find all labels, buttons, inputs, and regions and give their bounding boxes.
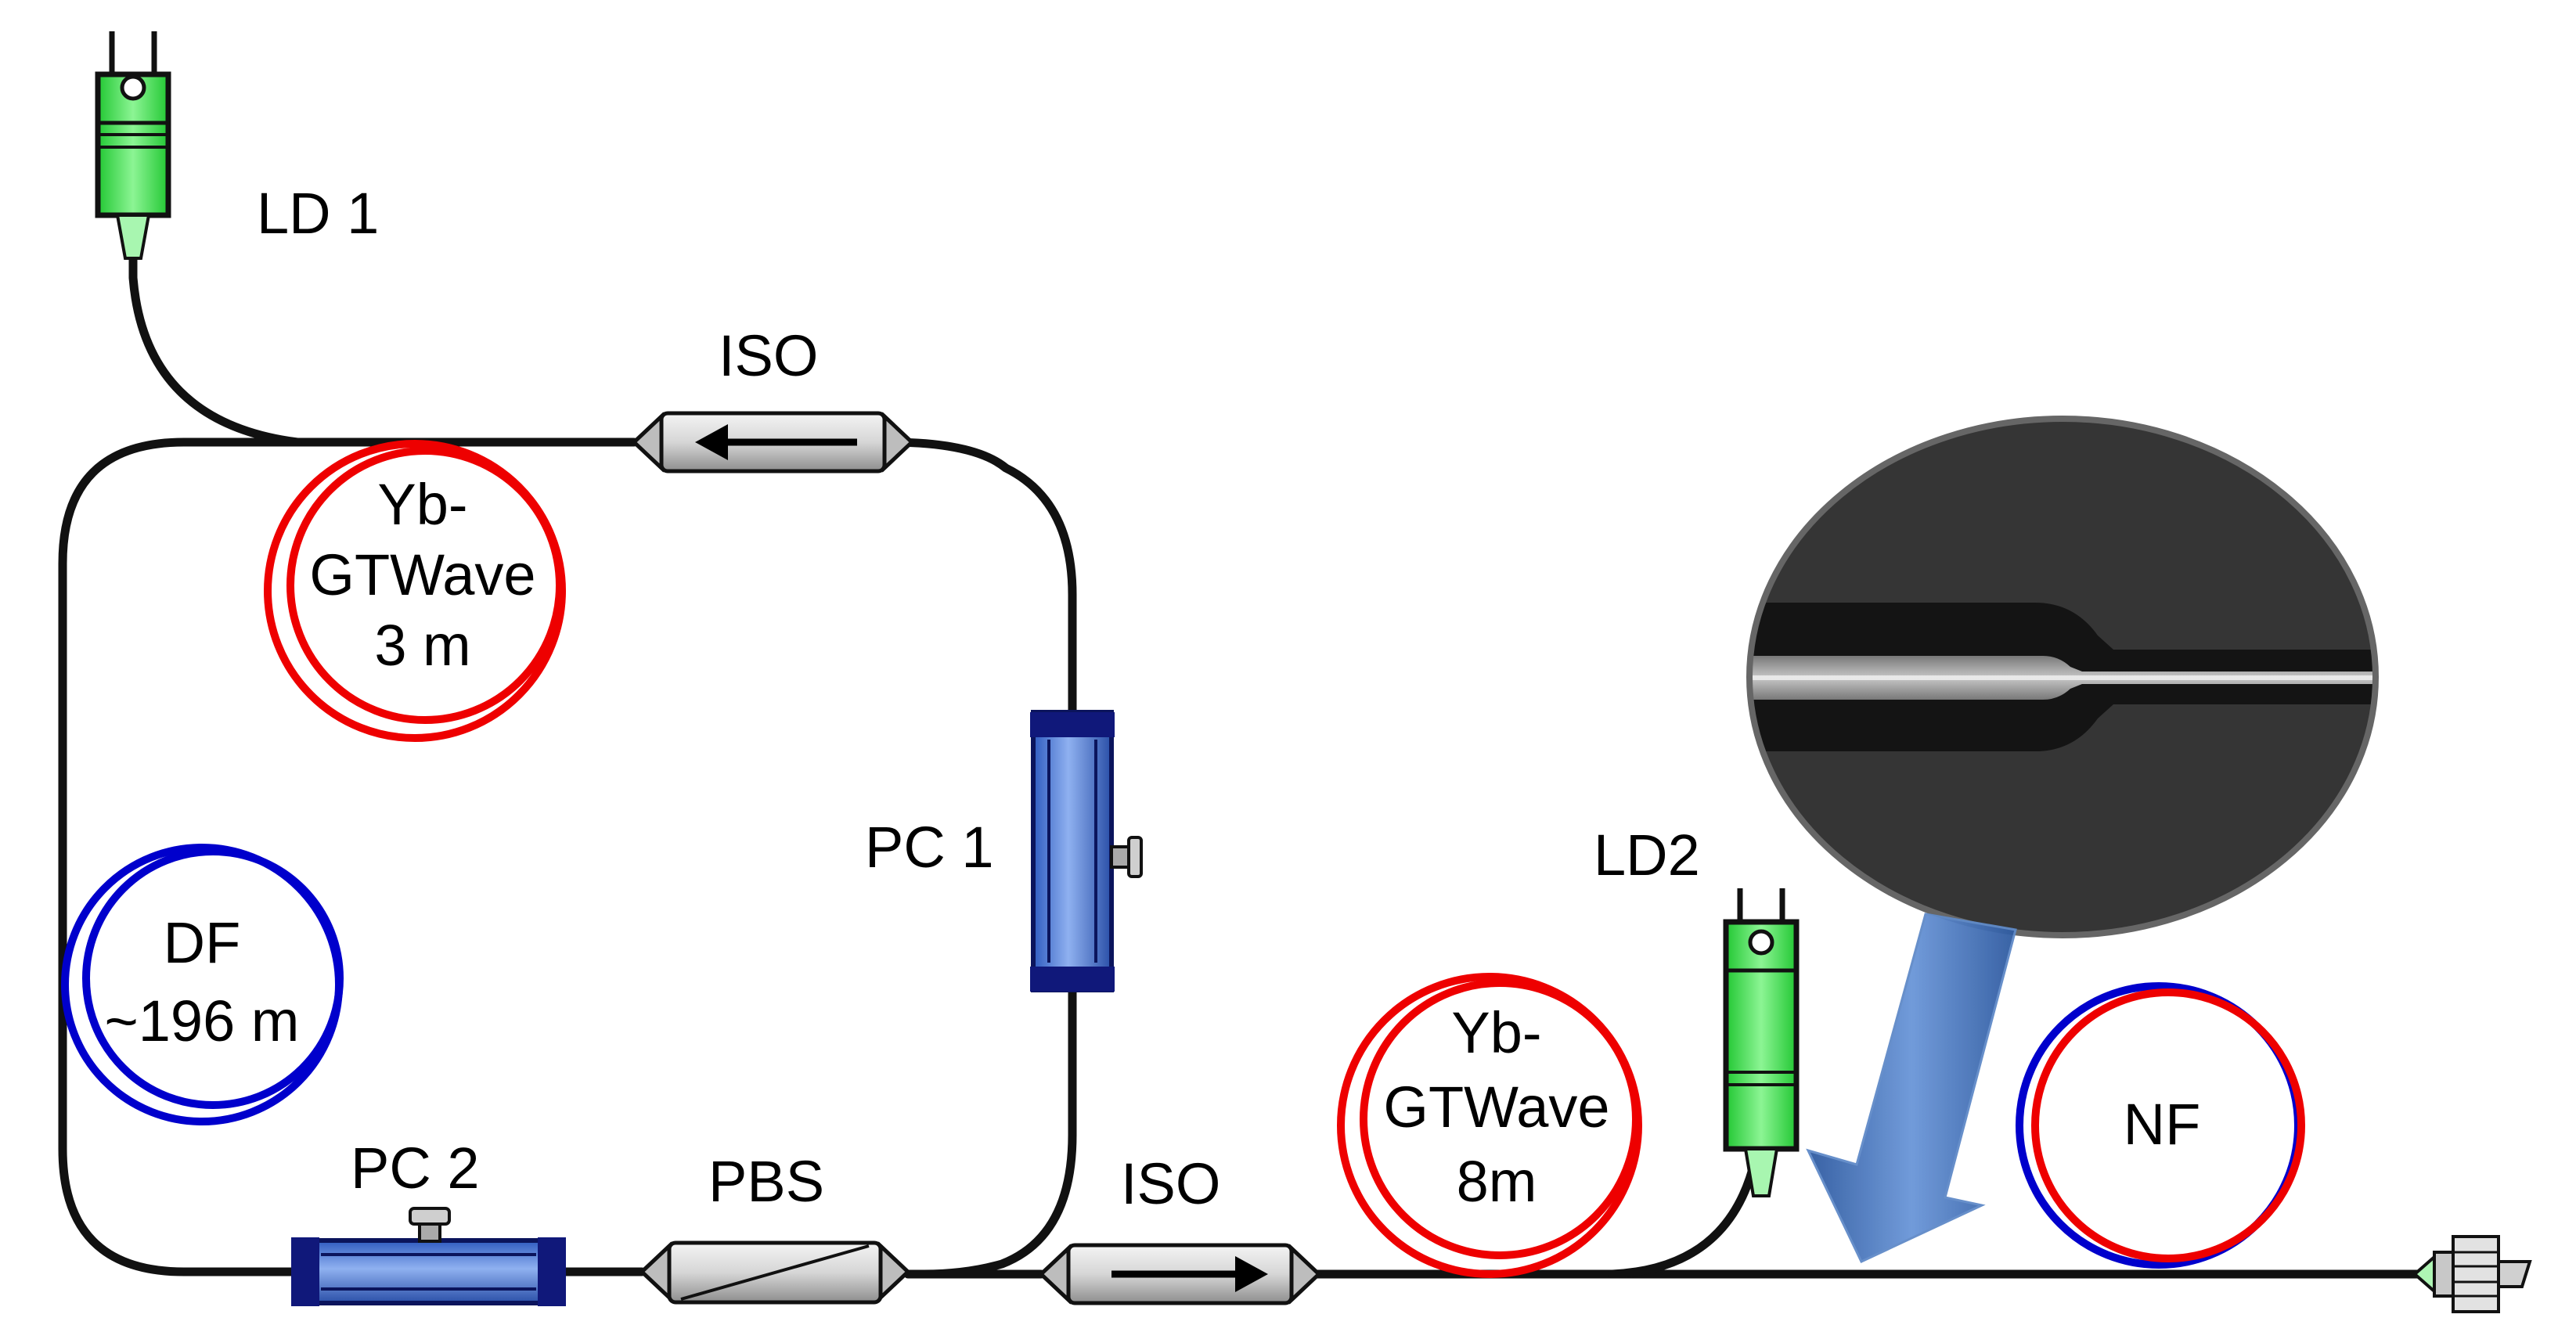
isolator-top (631, 411, 915, 473)
isolator-icon (631, 411, 915, 473)
coil-label-bottom-line1: Yb- (1451, 1000, 1541, 1065)
label-ld2: LD2 (1594, 823, 1700, 888)
label-pc1: PC 1 (865, 815, 994, 880)
polarization-controller-2 (291, 1207, 566, 1306)
polarization-controller-icon (291, 1207, 566, 1306)
label-pc2: PC 2 (351, 1136, 480, 1201)
label-iso-top: ISO (719, 323, 818, 388)
polarization-controller-icon (1030, 710, 1143, 992)
coil-label-top-line3: 3 m (374, 613, 470, 678)
callout-arrow (1806, 913, 2017, 1263)
fiber-ring-right (919, 985, 1077, 1279)
coil-label-df-line2: ~196 m (105, 988, 300, 1053)
label-pbs: PBS (708, 1149, 824, 1214)
fiber-paths (58, 254, 2431, 1279)
coil-label-nf: NF (2124, 1092, 2201, 1157)
laser-diode-icon (95, 31, 171, 260)
output-connector (2412, 1235, 2532, 1313)
polarization-beam-splitter (639, 1240, 911, 1305)
coil-label-top-line2: GTWave (309, 542, 535, 607)
label-ld1: LD 1 (257, 181, 379, 246)
fiber-ring-top-right (884, 437, 1077, 717)
fiber-ring-left (58, 437, 302, 1276)
coil-label-df-line1: DF (164, 910, 241, 975)
coil-yb-gtwave-bottom (1337, 973, 1642, 1278)
label-iso-bottom: ISO (1121, 1151, 1220, 1216)
coil-dispersive-fiber (61, 844, 344, 1125)
coil-yb-gtwave-top (264, 440, 566, 742)
tapered-fiber-micrograph (1746, 416, 2379, 938)
polarization-controller-1 (1030, 710, 1143, 992)
coil-label-bottom-line3: 8m (1457, 1149, 1537, 1214)
isolator-bottom (1038, 1243, 1322, 1305)
polarization-beam-splitter-icon (639, 1240, 911, 1305)
laser-diode-icon (1723, 888, 1800, 1197)
fiber-ld1-lead (128, 254, 302, 447)
isolator-icon (1038, 1243, 1322, 1305)
coil-label-top-line1: Yb- (377, 472, 467, 537)
coil-label-bottom-line2: GTWave (1383, 1075, 1609, 1140)
laser-diode-2 (1723, 888, 1800, 1197)
fiber-connector-icon (2412, 1235, 2532, 1313)
laser-diode-1 (95, 31, 171, 260)
coil-nonlinear-fiber (2016, 982, 2305, 1269)
